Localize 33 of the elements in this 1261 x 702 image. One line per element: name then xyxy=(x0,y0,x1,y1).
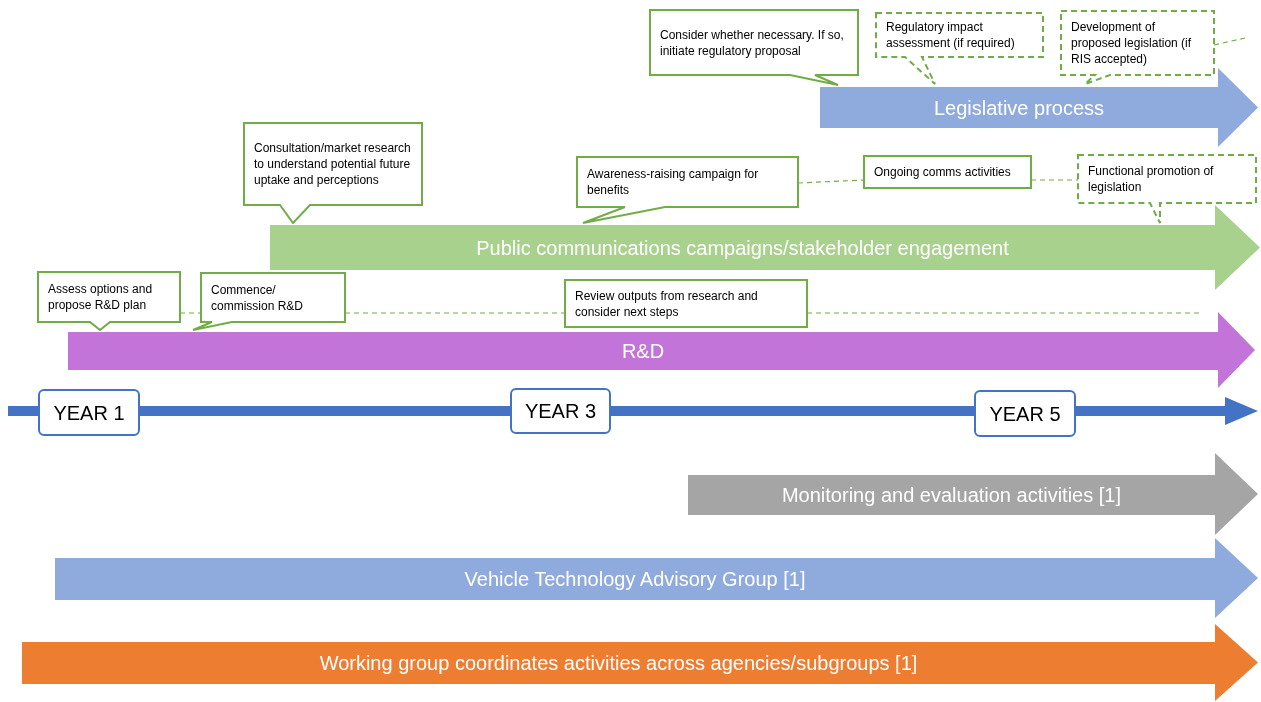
callout-text: Review outputs from research and consider next steps xyxy=(575,287,759,320)
speech-bubble xyxy=(192,272,346,331)
speech-bubble xyxy=(649,9,859,86)
speech-bubble xyxy=(564,279,808,328)
callout-text: Consider whether necessary. If so, initiate regulatory proposal xyxy=(660,26,845,59)
arrow-band xyxy=(55,538,1258,618)
band-label: Legislative process xyxy=(933,95,1105,121)
band-label: Monitoring and evaluation activities [1] xyxy=(781,483,1122,508)
year-marker: YEAR 3 xyxy=(510,388,611,434)
callout-text: Regulatory impact assessment (if required) xyxy=(886,19,1016,51)
band-label: Vehicle Technology Advisory Group [1] xyxy=(464,567,806,592)
speech-bubble xyxy=(875,12,1044,85)
band-label: Public communications campaigns/stakeholder engagement xyxy=(476,235,1009,261)
arrow-band xyxy=(820,68,1258,147)
band-label: Working group coordinates activities across agencies/subgroups [1] xyxy=(319,651,918,676)
callout-text: Awareness-raising campaign for benefits xyxy=(587,166,760,198)
band-label: R&D xyxy=(621,339,665,364)
speech-bubble xyxy=(576,156,799,224)
speech-bubble xyxy=(1060,10,1215,85)
speech-bubble xyxy=(1077,154,1257,224)
callout-text: Functional promotion of legislation xyxy=(1088,163,1215,195)
speech-bubble xyxy=(243,122,423,224)
arrow-band xyxy=(688,453,1258,535)
callout-text: Ongoing comms activities xyxy=(874,164,1011,180)
arrow-band xyxy=(22,624,1258,701)
year-marker: YEAR 1 xyxy=(38,389,140,436)
callout-text: Development of proposed legislation (if RIS accepted) xyxy=(1071,19,1193,67)
speech-bubble xyxy=(37,271,181,331)
year-marker: YEAR 5 xyxy=(974,390,1076,437)
callout-text: Assess options and propose R&D plan xyxy=(48,281,154,313)
callout-text: Consultation/market research to understand potential future uptake and perceptions xyxy=(254,140,412,188)
speech-bubble xyxy=(863,155,1032,189)
callout-text: Commence/ commission R&D xyxy=(211,281,304,314)
